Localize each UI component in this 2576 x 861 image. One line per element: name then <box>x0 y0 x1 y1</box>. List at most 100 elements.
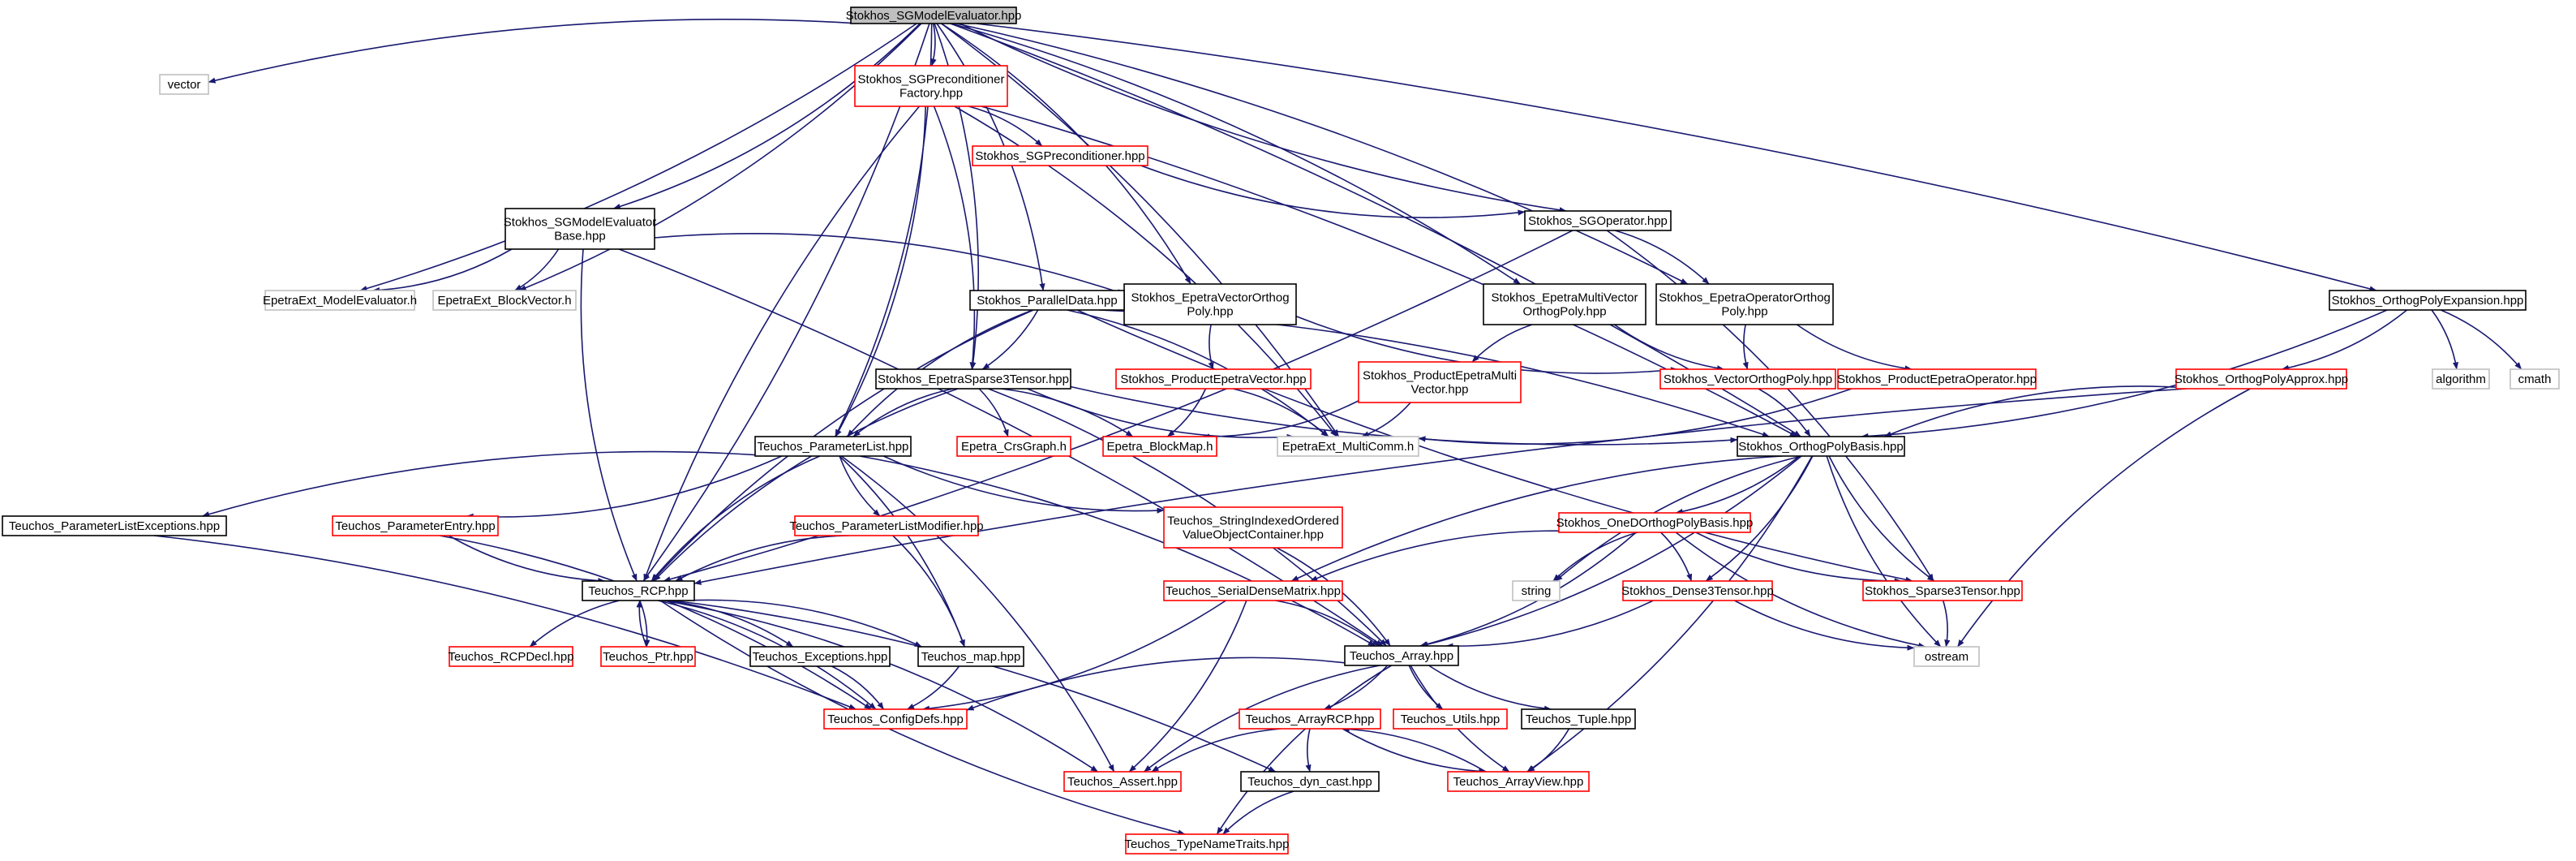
edge-d3-to-ostream <box>1734 600 1915 651</box>
edge-evop-to-pev <box>1208 324 1214 370</box>
node-pev[interactable]: Stokhos_ProductEpetraVector.hpp <box>1115 368 1312 390</box>
node-prec[interactable]: Stokhos_SGPreconditioner.hpp <box>972 145 1148 166</box>
edge-plm-to-rcp <box>675 535 850 582</box>
edge-rcp-to-exc <box>665 600 794 648</box>
edge-od-to-ostream <box>1675 532 1926 648</box>
node-label-es3-line-0: Stokhos_EpetraSparse3Tensor.hpp <box>878 372 1069 386</box>
node-box-opa <box>2175 368 2347 390</box>
node-label-pd-line-0: Stokhos_ParallelData.hpp <box>977 294 1117 308</box>
edge-pl-to-pe <box>466 455 783 520</box>
node-box-cmath <box>2509 368 2560 390</box>
node-arcp[interactable]: Teuchos_ArrayRCP.hpp <box>1239 708 1381 730</box>
node-rcp[interactable]: Teuchos_RCP.hpp <box>582 580 695 601</box>
node-cfg[interactable]: Teuchos_ConfigDefs.hpp <box>823 708 968 730</box>
edge-root-to-opb <box>950 23 1801 437</box>
edge-ope-to-cmath <box>2440 309 2522 370</box>
node-bv: EpetraExt_BlockVector.h <box>432 290 577 311</box>
edge-pl-to-rcp <box>650 455 821 582</box>
node-utils[interactable]: Teuchos_Utils.hpp <box>1393 708 1508 730</box>
node-d3[interactable]: Stokhos_Dense3Tensor.hpp <box>1621 580 1774 601</box>
node-pd[interactable]: Stokhos_ParallelData.hpp <box>969 290 1125 311</box>
node-ple[interactable]: Teuchos_ParameterListExceptions.hpp <box>2 515 227 536</box>
edge-rcp-to-map <box>687 599 922 648</box>
node-label-tuple-line-0: Teuchos_Tuple.hpp <box>1526 712 1631 726</box>
edge-root-to-eop <box>955 23 1689 285</box>
node-opa[interactable]: Stokhos_OrthogPolyApprox.hpp <box>2175 368 2348 390</box>
node-box-es3 <box>875 368 1071 390</box>
node-box-exc <box>749 646 891 667</box>
edge-root-to-precfac <box>930 23 937 67</box>
node-mc: EpetraExt_MultiComm.h <box>1277 436 1419 457</box>
node-array[interactable]: Teuchos_Array.hpp <box>1344 645 1459 666</box>
node-peop[interactable]: Stokhos_ProductEpetraOperator.hpp <box>1837 368 2037 390</box>
node-av[interactable]: Teuchos_ArrayView.hpp <box>1447 771 1590 792</box>
node-label-meb-line-1: Base.hpp <box>554 229 605 243</box>
edge-precfac-to-rcp <box>643 105 921 582</box>
node-pl[interactable]: Teuchos_ParameterList.hpp <box>754 436 912 457</box>
edge-opa-to-rcp <box>693 388 2187 585</box>
node-box-eop <box>1655 283 1834 325</box>
node-vector: vector <box>159 74 209 95</box>
node-label-sio-line-0: Teuchos_StringIndexedOrdered <box>1167 514 1339 527</box>
node-rcpdecl[interactable]: Teuchos_RCPDecl.hpp <box>448 646 574 667</box>
edge-opa-to-ostream <box>1956 388 2251 648</box>
node-bmap[interactable]: Epetra_BlockMap.h <box>1102 436 1217 457</box>
node-box-vector <box>159 74 209 95</box>
node-pe[interactable]: Teuchos_ParameterEntry.hpp <box>332 515 499 536</box>
node-sio[interactable]: Teuchos_StringIndexedOrderedValueObjectC… <box>1163 506 1343 549</box>
node-label-eop-line-1: Poly.hpp <box>1721 304 1767 318</box>
node-plm[interactable]: Teuchos_ParameterListModifier.hpp <box>789 515 984 536</box>
node-label-ptr-line-0: Teuchos_Ptr.hpp <box>603 650 693 664</box>
node-label-pemv-line-0: Stokhos_ProductEpetraMulti <box>1363 368 1517 382</box>
node-crs[interactable]: Epetra_CrsGraph.h <box>956 436 1071 457</box>
node-label-utils-line-0: Teuchos_Utils.hpp <box>1401 712 1501 726</box>
node-label-pl-line-0: Teuchos_ParameterList.hpp <box>758 440 909 454</box>
edge-es3-to-crs <box>978 388 1009 437</box>
node-box-prec <box>972 145 1148 166</box>
edge-arcp-to-av <box>1342 728 1487 775</box>
node-label-map-line-0: Teuchos_map.hpp <box>921 650 1021 664</box>
node-es3[interactable]: Stokhos_EpetraSparse3Tensor.hpp <box>875 368 1071 390</box>
node-root: Stokhos_SGModelEvaluator.hpp <box>846 6 1021 24</box>
edge-precfac-to-pl <box>835 105 926 437</box>
node-label-rcpdecl-line-0: Teuchos_RCPDecl.hpp <box>448 650 573 664</box>
node-box-me <box>264 290 415 311</box>
node-ptr[interactable]: Teuchos_Ptr.hpp <box>600 646 696 667</box>
node-tnt[interactable]: Teuchos_TypeNameTraits.hpp <box>1125 833 1290 855</box>
node-map[interactable]: Teuchos_map.hpp <box>917 646 1024 667</box>
node-label-s3-line-0: Stokhos_Sparse3Tensor.hpp <box>1865 584 2020 598</box>
node-vop[interactable]: Stokhos_VectorOrthogPoly.hpp <box>1659 368 1836 390</box>
node-sdm[interactable]: Teuchos_SerialDenseMatrix.hpp <box>1163 580 1343 601</box>
edge-od-to-sdm <box>1310 530 1598 582</box>
edge-es3-to-rcp <box>653 388 959 582</box>
node-label-bv-line-0: EpetraExt_BlockVector.h <box>437 294 571 308</box>
node-sgop[interactable]: Stokhos_SGOperator.hpp <box>1524 210 1672 231</box>
edge-rcp-to-rcpdecl <box>529 600 620 648</box>
edge-pe-to-rcp <box>448 535 606 584</box>
node-label-pe-line-0: Teuchos_ParameterEntry.hpp <box>335 519 495 533</box>
edge-array-to-utils <box>1408 665 1444 710</box>
node-assert[interactable]: Teuchos_Assert.hpp <box>1063 771 1182 792</box>
node-exc[interactable]: Teuchos_Exceptions.hpp <box>749 646 891 667</box>
node-od[interactable]: Stokhos_OneDOrthogPolyBasis.hpp <box>1556 512 1754 533</box>
edge-opa-to-opb <box>1884 385 2198 437</box>
node-s3[interactable]: Stokhos_Sparse3Tensor.hpp <box>1862 580 2023 601</box>
edge-root-to-me <box>359 23 917 291</box>
node-opb[interactable]: Stokhos_OrthogPolyBasis.hpp <box>1737 436 1905 457</box>
node-dyn[interactable]: Teuchos_dyn_cast.hpp <box>1240 771 1380 792</box>
edge-sgop-to-rcp <box>663 230 1574 583</box>
node-box-emv <box>1483 283 1646 325</box>
edge-root-to-emv <box>951 23 1521 285</box>
node-label-tnt-line-0: Teuchos_TypeNameTraits.hpp <box>1125 837 1290 851</box>
node-ope[interactable]: Stokhos_OrthogPolyExpansion.hpp <box>2329 290 2527 311</box>
node-box-av <box>1447 771 1590 792</box>
node-tuple[interactable]: Teuchos_Tuple.hpp <box>1521 708 1636 730</box>
edge-opb-to-s3 <box>1828 455 1935 582</box>
